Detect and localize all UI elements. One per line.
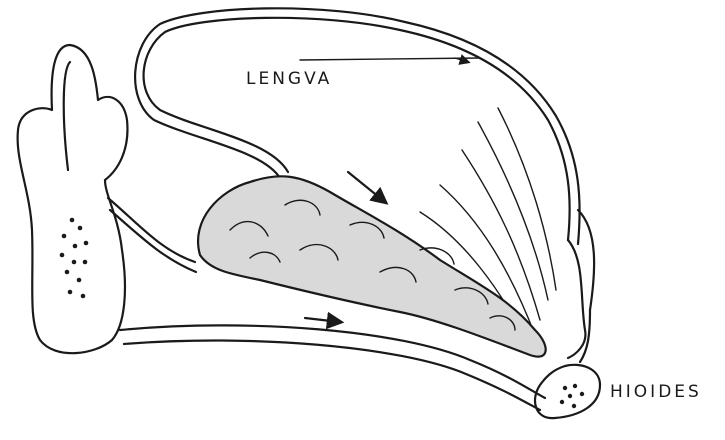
- mandible-outline: [18, 45, 128, 353]
- bone-dots: [60, 218, 89, 299]
- arrow-lower: [305, 318, 340, 322]
- geniohyoid-lower: [124, 341, 540, 410]
- label-tongue: LENGVA: [246, 69, 332, 89]
- hyoid-bone: [535, 365, 600, 418]
- label-hyoid: HIOIDES: [610, 382, 702, 402]
- posterior-tongue: [568, 240, 585, 358]
- arrow-upper: [348, 172, 385, 202]
- upper-muscle: [108, 198, 195, 262]
